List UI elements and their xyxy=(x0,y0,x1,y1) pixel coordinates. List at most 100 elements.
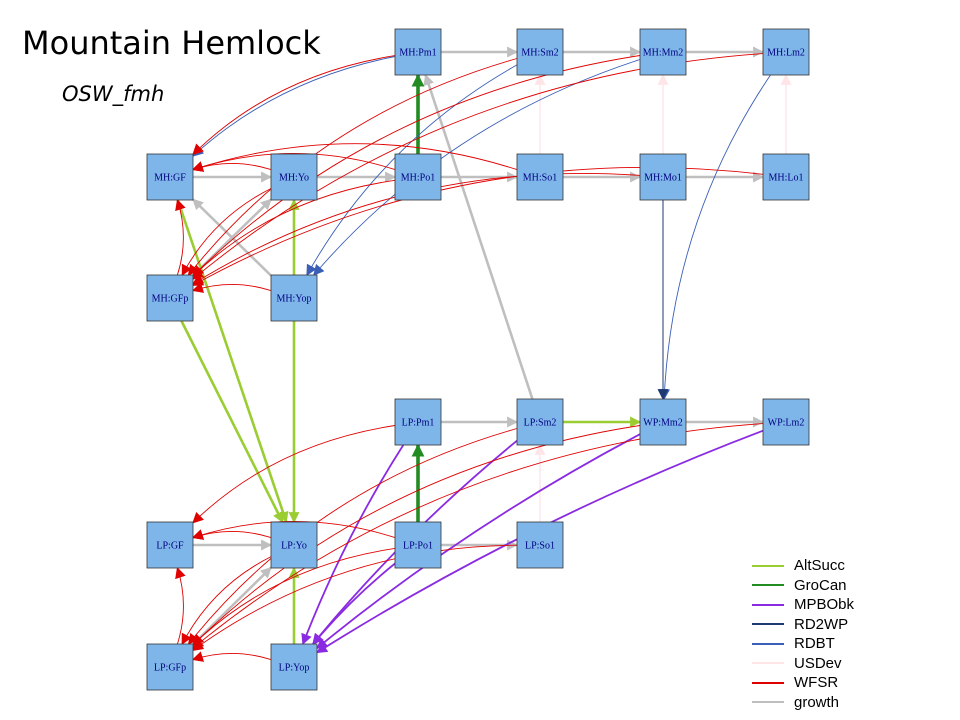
node-mh-yop: MH:Yop xyxy=(270,274,318,322)
legend-label: growth xyxy=(794,693,840,711)
node-box xyxy=(516,521,564,569)
node-box xyxy=(639,398,687,446)
node-box xyxy=(270,153,318,201)
legend-item-rd2wp: RD2WP xyxy=(752,615,854,635)
node-lp-so1: LP:So1 xyxy=(516,521,564,569)
node-box xyxy=(146,274,194,322)
legend-label: MPBObk xyxy=(794,596,855,614)
node-box xyxy=(516,28,564,76)
legend-label: RD2WP xyxy=(794,615,849,633)
legend-swatch xyxy=(752,603,784,606)
node-label: LP:Po1 xyxy=(403,541,433,552)
node-label: MH:So1 xyxy=(523,173,557,184)
node-mh-lo1: MH:Lo1 xyxy=(762,153,810,201)
node-box xyxy=(270,521,318,569)
legend-item-rdbt: RDBT xyxy=(752,634,854,654)
edge-mpbobk-wp-mm2-to-lp-yop xyxy=(316,433,641,649)
edge-growth-lp-sm2-to-mh-pm1 xyxy=(423,73,534,400)
node-box xyxy=(270,643,318,691)
legend-item-altsucc: AltSucc xyxy=(752,556,854,576)
node-box xyxy=(762,153,810,201)
node-mh-pm1: MH:Pm1 xyxy=(394,28,442,76)
legend-swatch xyxy=(752,662,784,665)
node-box xyxy=(394,398,442,446)
node-label: MH:Pm1 xyxy=(399,48,436,59)
node-box xyxy=(270,274,318,322)
legend-label: USDev xyxy=(794,654,842,672)
edge-wfsr-mh-yo-to-mh-gfp xyxy=(181,188,272,276)
node-box xyxy=(394,153,442,201)
node-label: MH:GF xyxy=(154,173,186,184)
node-label: MH:Po1 xyxy=(401,173,435,184)
node-box xyxy=(516,398,564,446)
node-label: MH:Mm2 xyxy=(643,48,684,59)
node-label: MH:Lm2 xyxy=(767,48,805,59)
node-label: LP:Pm1 xyxy=(402,418,435,429)
node-lp-yop: LP:Yop xyxy=(270,643,318,691)
node-lp-gfp: LP:GFp xyxy=(146,643,194,691)
node-mh-so1: MH:So1 xyxy=(516,153,564,201)
edge-wfsr-lp-gfp-to-lp-gf xyxy=(175,566,186,645)
node-mh-mo1: MH:Mo1 xyxy=(639,153,687,201)
node-lp-po1: LP:Po1 xyxy=(394,521,442,569)
node-mh-gfp: MH:GFp xyxy=(146,274,194,322)
edge-wfsr-lp-so1-to-lp-gfp xyxy=(192,544,518,651)
legend-swatch xyxy=(752,584,784,587)
edge-wfsr-lp-sm2-to-lp-gfp xyxy=(187,428,518,645)
node-mh-gf: MH:GF xyxy=(146,153,194,201)
node-mh-po1: MH:Po1 xyxy=(394,153,442,201)
edge-mpbobk-lp-po1-to-lp-yop xyxy=(312,562,396,645)
legend-label: GroCan xyxy=(794,576,847,594)
node-label: LP:Yo xyxy=(281,541,307,552)
edge-wfsr-mh-so1-to-mh-gf xyxy=(191,143,518,172)
legend-swatch xyxy=(752,564,784,567)
node-lp-pm1: LP:Pm1 xyxy=(394,398,442,446)
diagram-title: Mountain Hemlock xyxy=(22,24,321,62)
node-label: LP:Yop xyxy=(279,663,310,674)
node-box xyxy=(146,643,194,691)
node-label: LP:GF xyxy=(156,541,184,552)
node-lp-yo: LP:Yo xyxy=(270,521,318,569)
node-lp-sm2: LP:Sm2 xyxy=(516,398,564,446)
node-box xyxy=(639,153,687,201)
node-box xyxy=(146,153,194,201)
node-box xyxy=(762,28,810,76)
edges-layer xyxy=(175,46,792,662)
node-label: MH:GFp xyxy=(152,294,189,305)
edge-wfsr-wp-mm2-to-lp-gfp xyxy=(192,425,641,646)
legend-label: AltSucc xyxy=(794,557,845,575)
edge-wfsr-mh-gfp-to-mh-gf xyxy=(175,198,186,276)
legend-item-usdev: USDev xyxy=(752,654,854,674)
legend-item-mpbobk: MPBObk xyxy=(752,595,854,615)
edge-wfsr-mh-pm1-to-mh-gf xyxy=(192,55,396,156)
node-mh-sm2: MH:Sm2 xyxy=(516,28,564,76)
legend-swatch xyxy=(752,642,784,645)
node-wp-lm2: WP:Lm2 xyxy=(762,398,810,446)
edge-wfsr-lp-yo-to-lp-gfp xyxy=(181,556,272,645)
node-label: MH:Yop xyxy=(276,294,311,305)
node-label: WP:Lm2 xyxy=(768,418,805,429)
edge-altsucc-mh-gfp-to-lp-yo xyxy=(180,320,284,523)
edge-growth-mh-yop-to-mh-gf xyxy=(192,198,272,277)
legend-swatch xyxy=(752,623,784,626)
node-label: LP:Sm2 xyxy=(524,418,557,429)
node-label: MH:Sm2 xyxy=(521,48,558,59)
edge-wfsr-mh-mm2-to-mh-gfp xyxy=(192,55,641,277)
edge-wfsr-mh-yop-to-mh-gfp xyxy=(191,282,272,293)
legend-item-wfsr: WFSR xyxy=(752,673,854,693)
node-mh-mm2: MH:Mm2 xyxy=(639,28,687,76)
legend-label: WFSR xyxy=(794,674,839,692)
edge-wfsr-lp-pm1-to-lp-gf xyxy=(192,425,396,524)
edge-wfsr-mh-sm2-to-mh-gfp xyxy=(187,58,518,276)
node-label: WP:Mm2 xyxy=(643,418,682,429)
node-box xyxy=(516,153,564,201)
edge-wfsr-lp-yop-to-lp-gfp xyxy=(191,651,272,662)
node-label: MH:Yo xyxy=(279,173,309,184)
node-lp-gf: LP:GF xyxy=(146,521,194,569)
node-box xyxy=(394,28,442,76)
edge-altsucc-mh-gf-to-lp-yo xyxy=(176,199,289,524)
edge-rdbt-mh-lm2-to-wp-mm2 xyxy=(659,74,771,401)
